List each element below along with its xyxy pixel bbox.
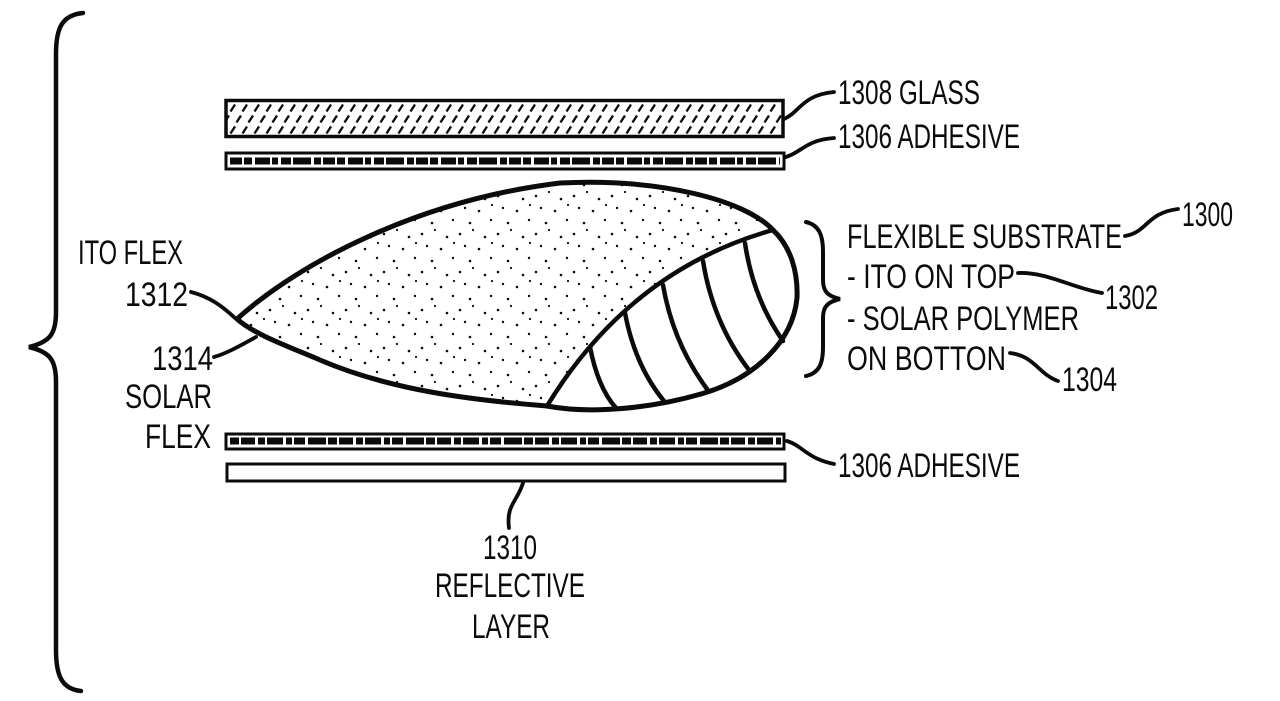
substrate-right-brace: [804, 220, 841, 378]
ref-1302-label: 1302: [1105, 279, 1158, 317]
ref-1314-label: 1314: [152, 340, 213, 378]
glass-label: 1308 GLASS: [838, 74, 980, 112]
solar-polymer-boundary: [545, 227, 774, 408]
reflective-layer: [225, 462, 787, 483]
substrate-outline: [234, 179, 800, 413]
leader-1312: [189, 290, 237, 320]
leader-1300: [1123, 207, 1180, 238]
adhesive-layer-bottom: [224, 432, 786, 451]
ito-on-top-label: - ITO ON TOP: [847, 258, 1015, 296]
leader-adhesive-bottom: [785, 439, 836, 466]
ref-1300-label: 1300: [1182, 196, 1233, 234]
adhesive-bottom-label: 1306 ADHESIVE: [838, 447, 1020, 485]
leader-glass: [782, 90, 836, 121]
reflective-label: REFLECTIVE: [435, 567, 585, 605]
on-botton-label: ON BOTTON: [847, 340, 1006, 378]
adhesive-top-label: 1306 ADHESIVE: [838, 118, 1020, 156]
ito-flex-label: ITO FLEX: [78, 234, 183, 272]
solar-polymer-ribs: [587, 240, 786, 411]
flex-label: FLEX: [145, 418, 211, 456]
leader-1304: [1008, 351, 1060, 383]
leader-adhesive-top: [784, 136, 836, 159]
flexible-substrate-label: FLEXIBLE SUBSTRATE: [847, 218, 1122, 256]
ref-1304-label: 1304: [1062, 361, 1117, 399]
glass-layer: [224, 98, 785, 139]
ref-1310-label: 1310: [483, 529, 537, 567]
solar-polymer-label: - SOLAR POLYMER: [847, 300, 1079, 338]
solar-label: SOLAR: [125, 378, 212, 416]
adhesive-layer-top: [224, 151, 786, 171]
leader-1302: [1016, 271, 1104, 295]
leader-1314: [212, 335, 258, 359]
leader-reflective: [506, 481, 525, 530]
stack-left-brace: [28, 10, 86, 694]
layer-label: LAYER: [472, 608, 550, 646]
ref-1312-label: 1312: [125, 276, 188, 314]
